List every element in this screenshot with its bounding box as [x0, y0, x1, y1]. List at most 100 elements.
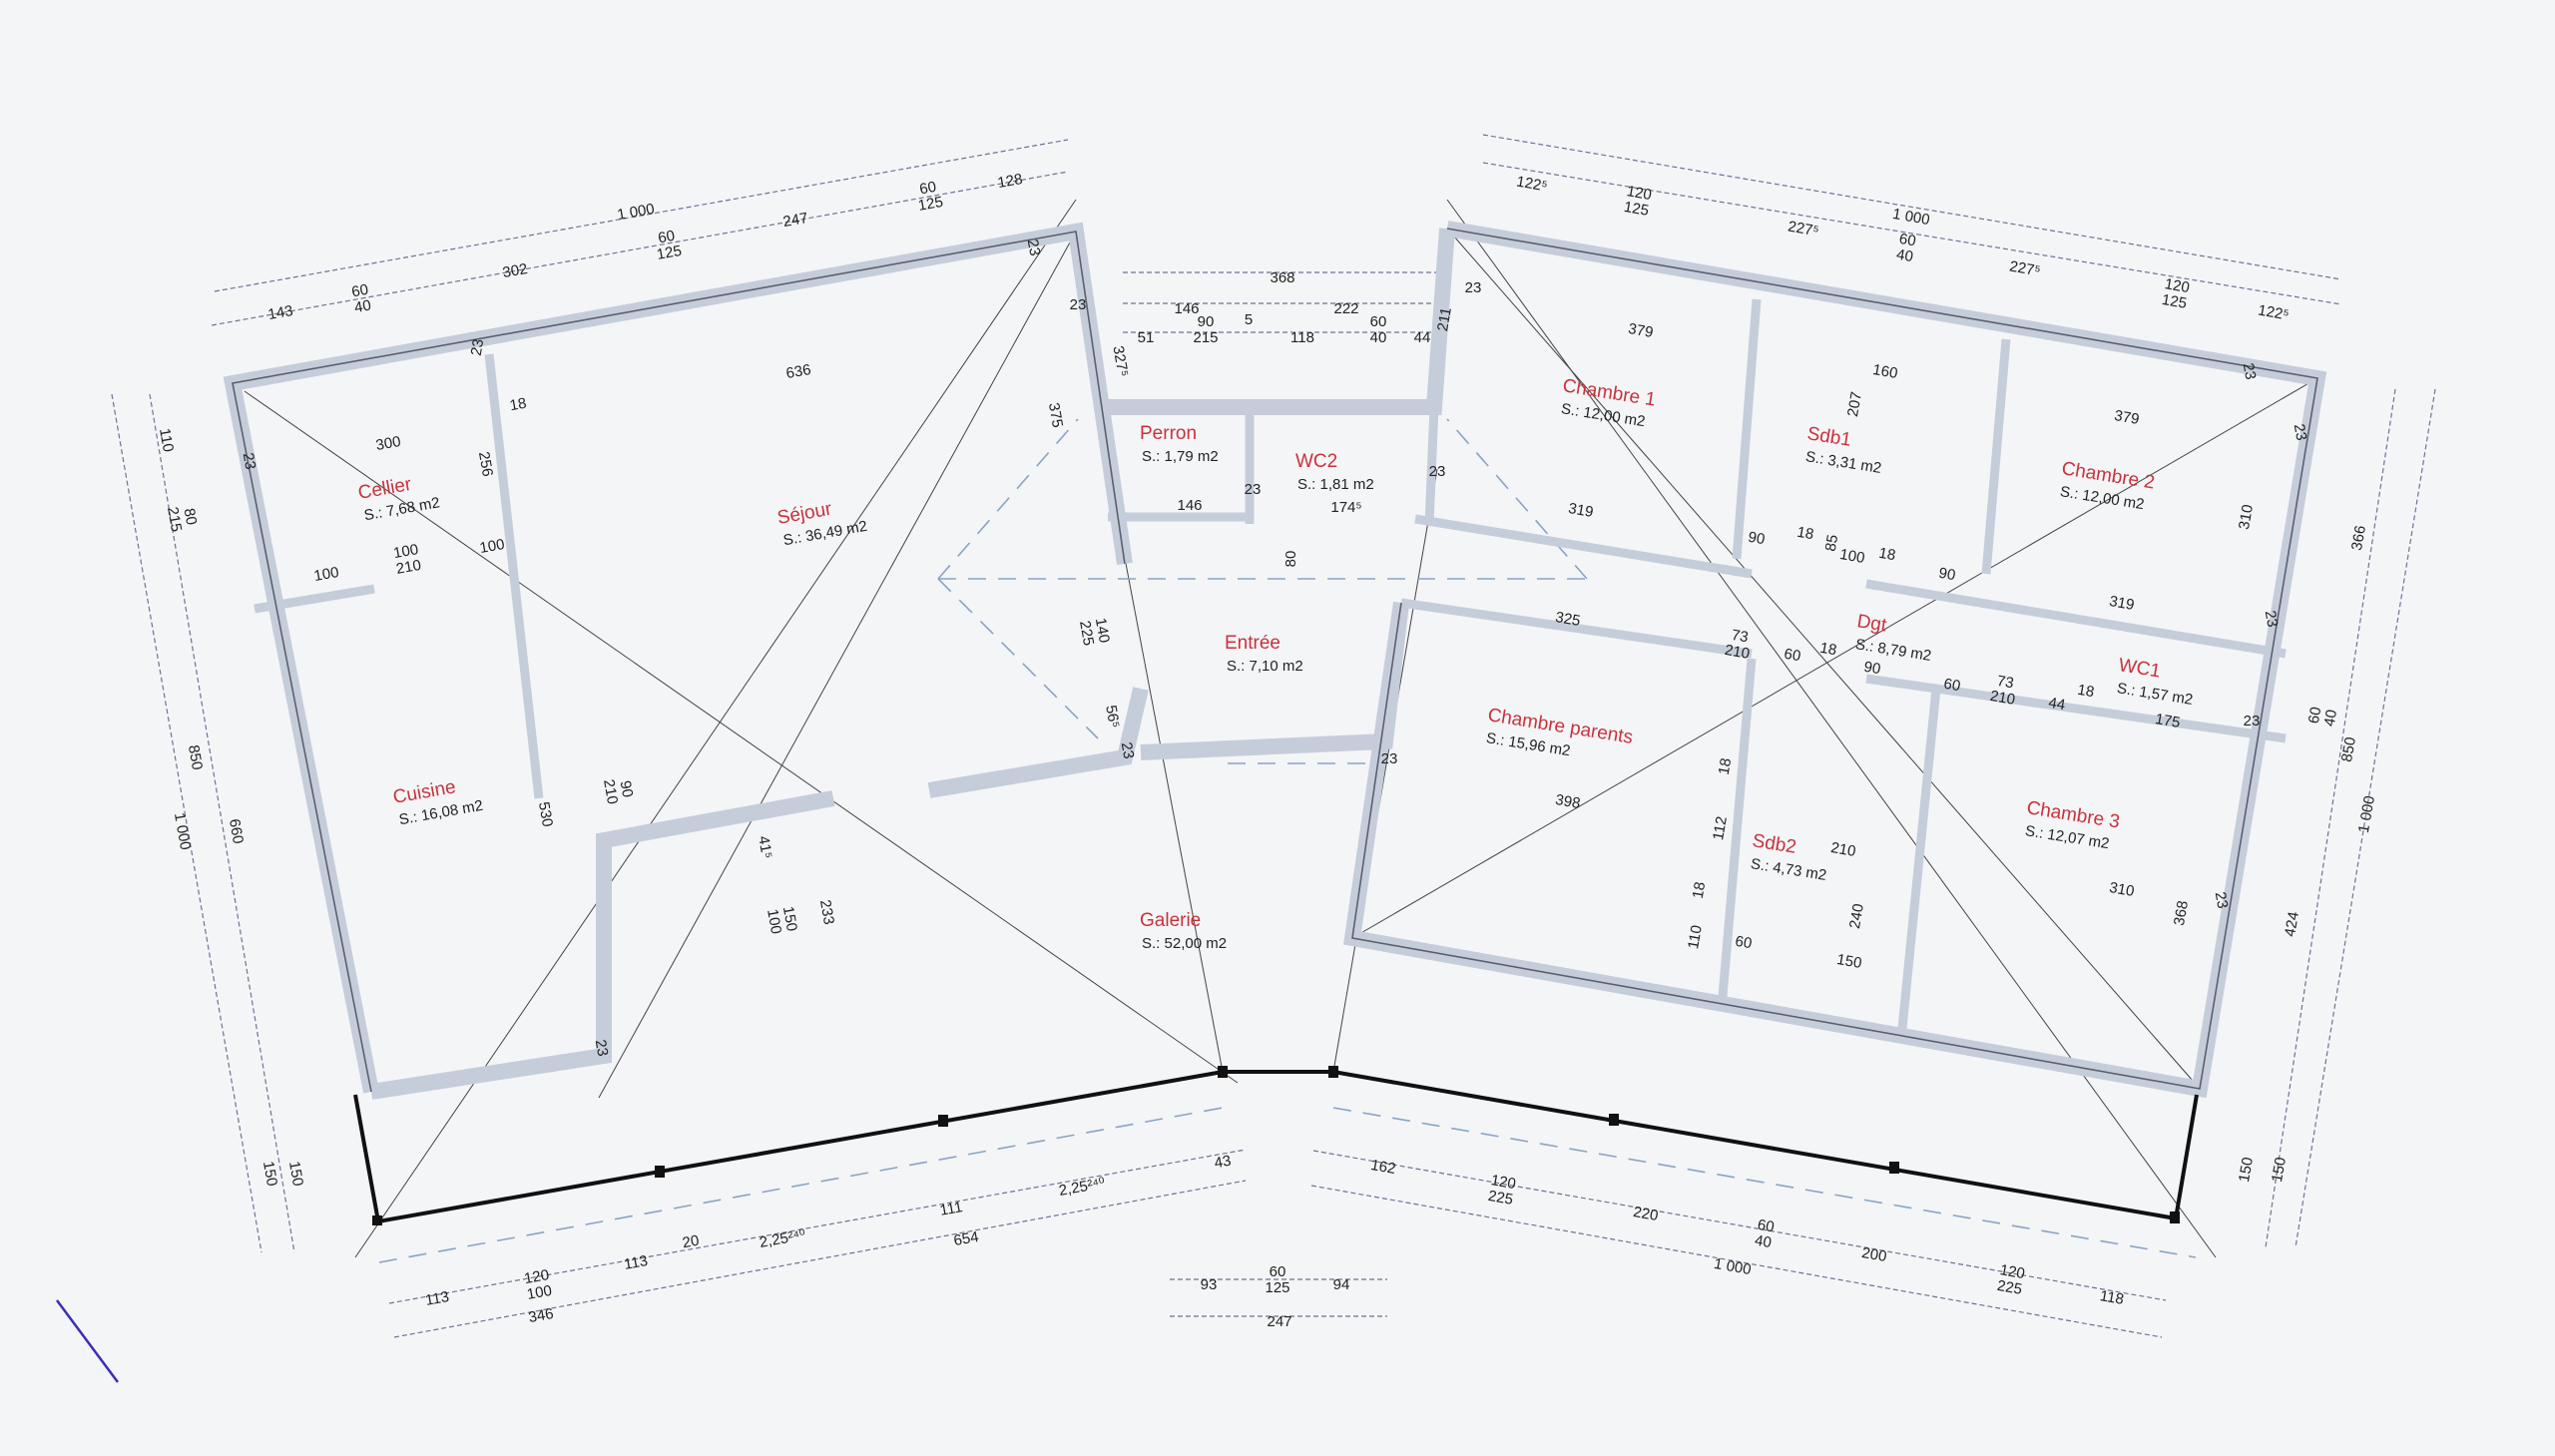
- dimension-label: 175: [2154, 711, 2182, 731]
- dimension-label: 23: [2262, 609, 2282, 628]
- dimension-value-top: 90: [1198, 313, 1215, 330]
- dimension-value: 302: [501, 260, 529, 281]
- dimension-value-top: 120: [1626, 183, 1654, 204]
- dimension-value: 56⁵: [1102, 704, 1123, 729]
- dimension-value: 23: [2262, 609, 2282, 628]
- dimension-value: 113: [623, 1252, 650, 1273]
- dimension-label: 90: [1862, 659, 1881, 679]
- dimension-value: 162: [1369, 1157, 1397, 1178]
- room-name: WC1: [2117, 655, 2162, 682]
- dimension-value-top: 120: [523, 1266, 551, 1287]
- dimension-value-bottom: 100: [764, 908, 784, 936]
- dimension-label: 200: [1860, 1244, 1888, 1265]
- cuisine-wall: [369, 790, 835, 1100]
- dimension-label: 23: [2240, 361, 2260, 380]
- dimension-label: 850: [185, 743, 206, 771]
- dimension-value: 90: [1747, 529, 1766, 549]
- dimension-value: 43: [1213, 1153, 1232, 1173]
- dimension-value-top: 60: [1270, 1263, 1286, 1280]
- dimension-label: 44: [2047, 695, 2066, 715]
- dimension-label: 207: [1844, 390, 1865, 418]
- dimension-value: 23: [1024, 238, 1044, 256]
- dimension-label: 113: [424, 1288, 451, 1309]
- dimension-value: 111: [938, 1199, 963, 1219]
- dimension-value: 18: [1716, 756, 1736, 775]
- dimension-label: 375: [1045, 401, 1066, 429]
- dimension-label: 111: [938, 1199, 963, 1219]
- dimension-label: 366: [2348, 524, 2369, 552]
- dimension-value: 146: [1177, 497, 1202, 514]
- dimension-label: 379: [1627, 320, 1655, 341]
- dimension-value: 1 000: [1713, 1255, 1753, 1278]
- dimension-value: 93: [1201, 1276, 1218, 1293]
- left-wing-outer-wall: [223, 222, 1133, 1094]
- dimension-label: 174⁵: [1330, 499, 1361, 516]
- dimension-value: 18: [1690, 880, 1710, 899]
- dimension-value-top: 150: [779, 905, 800, 933]
- dimension-value-bottom: 210: [1724, 642, 1752, 663]
- dimension-value: 146: [1174, 300, 1199, 317]
- entree-wall: [1140, 602, 1409, 760]
- dimension-label: 233: [816, 898, 837, 926]
- dimension-label: 150: [2236, 1156, 2257, 1184]
- dimension-value: 23: [1381, 750, 1398, 767]
- dimension-label: 150: [1835, 951, 1863, 972]
- dimension-label: 1 000: [171, 811, 194, 851]
- dimension-label: 60: [1942, 676, 1961, 696]
- dimension-value: 150: [2236, 1156, 2257, 1184]
- dimension-value-top: 120: [1999, 1261, 2027, 1282]
- dimension-value: 325: [1554, 609, 1582, 630]
- dimension-label: 44: [1414, 329, 1431, 346]
- dimension-value: 366: [2348, 524, 2369, 552]
- dimension-label: 122⁵: [1515, 173, 1549, 195]
- dimension-label: 211: [1434, 306, 1455, 333]
- pen-mark: [55, 1299, 120, 1383]
- dimension-value: 220: [1632, 1204, 1660, 1224]
- dimension-value: 143: [266, 302, 294, 323]
- dimension-value-bottom: 40: [353, 297, 372, 317]
- dimension-value: 398: [1554, 791, 1582, 812]
- dimension-value: 44: [1414, 329, 1431, 346]
- dimension-label: 654: [952, 1228, 980, 1249]
- dimension-value: 122⁵: [2257, 301, 2291, 323]
- dimension-label: 23: [592, 1038, 612, 1057]
- dimension-label: 222: [1333, 300, 1358, 317]
- dimension-value: 18: [1795, 524, 1814, 544]
- dimension-value-bottom: 210: [600, 778, 621, 806]
- dimension-value: 41⁵: [755, 834, 775, 860]
- dimension-value: 222: [1333, 300, 1358, 317]
- dimension-value: 150: [1835, 951, 1863, 972]
- dimension-value-bottom: 225: [1487, 1188, 1515, 1209]
- dimension-value: 375: [1045, 401, 1066, 429]
- dimension-label: 20: [681, 1232, 700, 1252]
- dimension-label: 368: [1270, 269, 1294, 286]
- dimension-value-top: 100: [392, 541, 420, 562]
- dimension-label: 5: [1245, 311, 1253, 328]
- dimension-label: 150: [2269, 1156, 2290, 1184]
- dimension-value: 23: [1070, 296, 1087, 313]
- dimension-value-bottom: 210: [1989, 688, 2017, 709]
- dimension-value: 530: [535, 800, 556, 828]
- dimension-value-top: 60: [918, 179, 937, 199]
- dimension-value-bottom: 125: [917, 194, 945, 215]
- dimension-value: 174⁵: [1330, 499, 1361, 516]
- dimension-value: 379: [1627, 320, 1655, 341]
- room-name: WC2: [1295, 451, 1337, 472]
- dimension-value-bottom: 225: [1076, 620, 1097, 648]
- dimension-value: 654: [952, 1228, 980, 1249]
- room-area: S.: 1,81 m2: [1297, 476, 1374, 493]
- dimension-label: 636: [784, 361, 812, 382]
- dimension-label: 43: [1213, 1153, 1232, 1173]
- dimension-label: 41⁵: [755, 834, 775, 860]
- dimension-label: 85: [1822, 533, 1842, 552]
